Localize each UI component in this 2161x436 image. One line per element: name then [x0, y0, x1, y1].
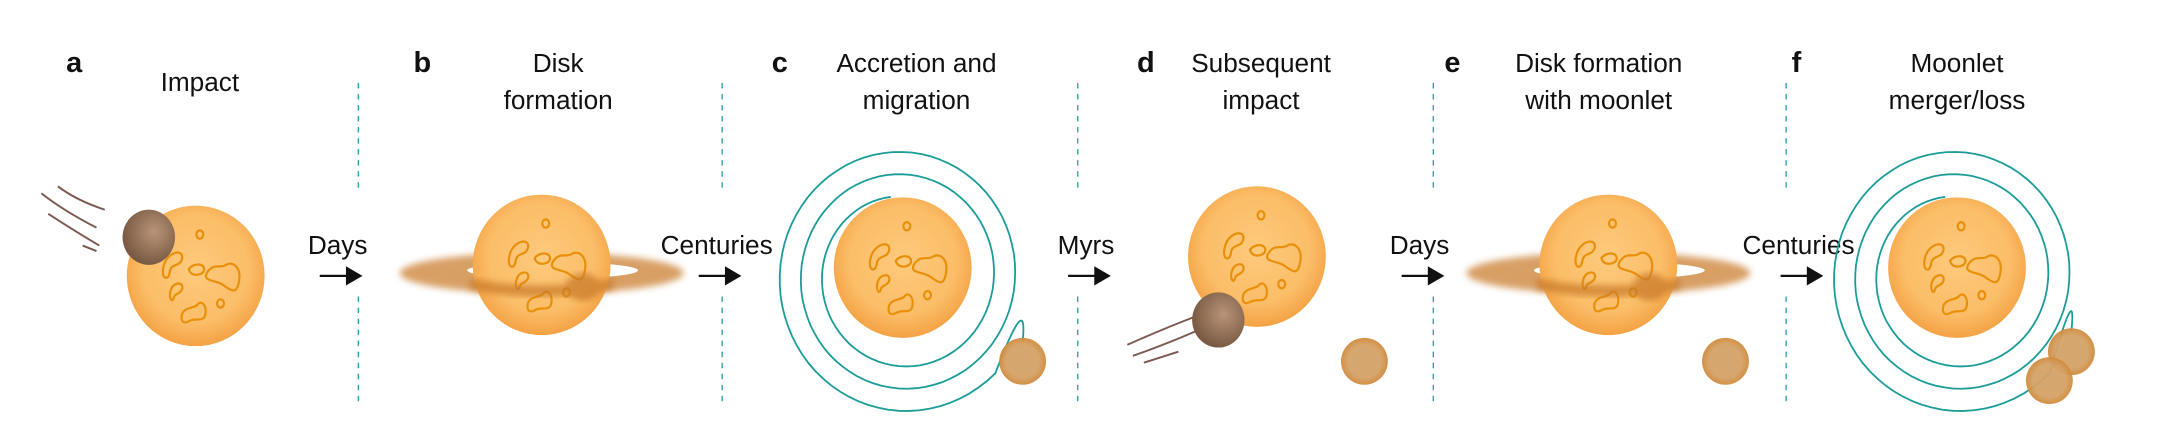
migration-spiral	[778, 151, 1025, 412]
debris-disk	[1536, 273, 1681, 301]
panel-title-line: Subsequent	[1191, 48, 1331, 78]
transition-label: Centuries	[661, 230, 773, 260]
debris-disk	[469, 273, 614, 301]
panel-letter: c	[772, 47, 788, 79]
panel-title-line: Moonlet	[1910, 48, 2004, 78]
planet	[833, 197, 972, 338]
transition-label: Days	[308, 230, 368, 260]
planet	[1888, 197, 2026, 338]
panel-title-line: merger/loss	[1889, 85, 2026, 115]
transition-label: Days	[1390, 230, 1450, 260]
panel-title-line: Disk formation	[1515, 48, 1682, 78]
panel-letter: e	[1444, 47, 1460, 79]
arrow-right-icon	[1780, 266, 1824, 286]
divider-lines	[357, 82, 1787, 403]
panel-title-line: Impact	[161, 67, 240, 97]
impactor	[1126, 292, 1245, 364]
arrow-right-icon	[1401, 266, 1445, 286]
panel-title-line: Disk	[533, 48, 585, 78]
panel-title-line: Accretion and	[836, 48, 996, 78]
panel-letter: f	[1792, 47, 1802, 79]
panel-letter: b	[413, 47, 431, 79]
planet	[1187, 186, 1326, 327]
moonlet	[999, 337, 1047, 385]
panel-title-line: impact	[1222, 85, 1300, 115]
panel-title-line: formation	[504, 85, 613, 115]
arrow-right-icon	[319, 266, 363, 286]
panel-letter: d	[1137, 47, 1155, 79]
panel-title-line: migration	[863, 85, 971, 115]
arrow-right-icon	[1068, 266, 1111, 286]
moonlet	[1340, 337, 1388, 385]
moonlet	[2025, 357, 2073, 405]
transition-label: Myrs	[1058, 230, 1115, 260]
planet	[472, 194, 611, 336]
panel-letter: a	[66, 47, 83, 79]
panel-title-line: with moonlet	[1524, 85, 1673, 115]
planet	[1539, 194, 1678, 336]
moonlet	[1702, 337, 1749, 385]
migration-spiral	[1833, 151, 2074, 412]
impactor-body	[122, 209, 176, 265]
arrow-right-icon	[698, 266, 742, 286]
